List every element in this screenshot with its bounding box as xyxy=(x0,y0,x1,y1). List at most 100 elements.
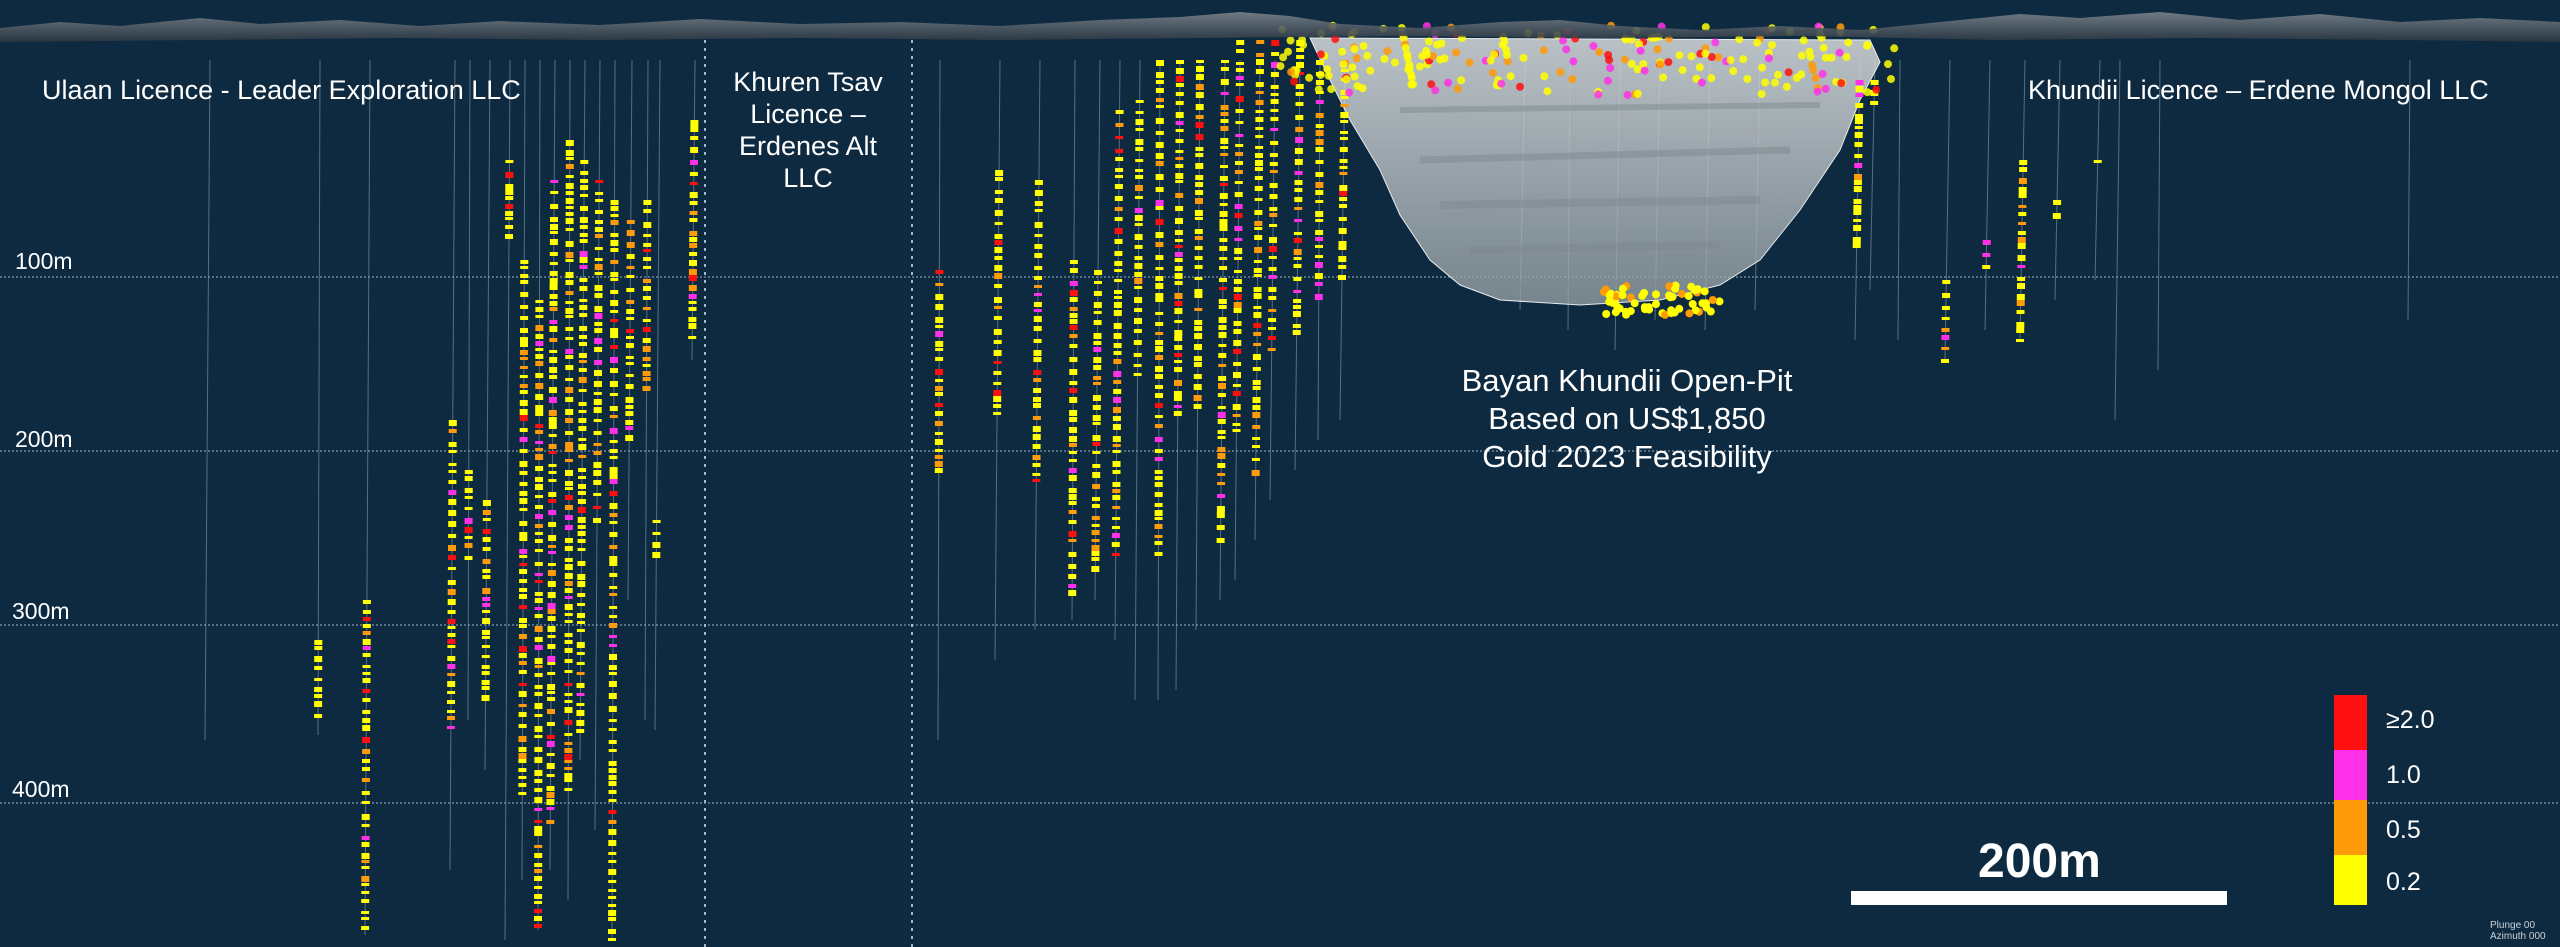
assay-interval xyxy=(482,510,491,515)
assay-interval xyxy=(518,670,527,674)
assay-interval xyxy=(1220,146,1229,149)
legend-label-0-5: 0.5 xyxy=(2386,816,2421,844)
assay-interval xyxy=(448,499,457,505)
assay-interval xyxy=(535,361,544,366)
assay-interval xyxy=(1068,564,1077,569)
assay-interval xyxy=(1195,134,1204,140)
assay-interval xyxy=(448,534,457,538)
assay-interval xyxy=(1219,266,1228,270)
assay-interval xyxy=(1235,134,1244,137)
assay-interval xyxy=(1743,75,1752,83)
assay-interval xyxy=(1195,74,1204,80)
assay-interval xyxy=(534,909,542,913)
assay-interval xyxy=(1853,180,1862,185)
assay-interval xyxy=(534,770,543,776)
assay-interval xyxy=(626,309,635,314)
assay-interval xyxy=(505,184,514,190)
assay-interval xyxy=(1315,80,1324,85)
assay-interval xyxy=(546,799,555,805)
assay-interval xyxy=(1154,424,1163,428)
assay-interval xyxy=(643,266,652,269)
assay-interval xyxy=(1134,263,1143,269)
assay-interval xyxy=(549,307,558,311)
assay-interval xyxy=(608,840,617,846)
assay-interval xyxy=(464,536,473,539)
assay-interval xyxy=(1093,341,1102,345)
assay-interval xyxy=(1113,389,1122,394)
assay-interval xyxy=(689,192,698,198)
assay-interval xyxy=(464,518,473,524)
assay-interval xyxy=(1093,291,1102,296)
assay-interval xyxy=(993,340,1002,344)
assay-interval xyxy=(565,218,574,224)
assay-interval xyxy=(1339,60,1348,69)
assay-interval xyxy=(1112,517,1121,520)
assay-interval xyxy=(1092,422,1101,425)
assay-interval xyxy=(482,569,491,573)
assay-interval xyxy=(1422,50,1431,59)
assay-interval xyxy=(1431,86,1440,95)
assay-interval xyxy=(934,432,943,435)
assay-interval xyxy=(1220,126,1229,131)
drill-hole-trace xyxy=(1094,59,1101,601)
assay-interval xyxy=(1678,66,1687,75)
assay-interval xyxy=(1113,302,1122,308)
assay-interval xyxy=(535,348,544,351)
assay-interval xyxy=(464,496,473,499)
assay-interval xyxy=(1068,475,1077,481)
assay-interval xyxy=(1234,213,1243,218)
assay-interval xyxy=(1255,82,1264,87)
assay-interval xyxy=(546,741,555,747)
assay-interval xyxy=(1606,64,1615,72)
assay-interval xyxy=(565,272,574,278)
assay-interval xyxy=(1253,274,1262,277)
assay-interval xyxy=(548,417,557,423)
assay-interval xyxy=(934,449,943,452)
assay-interval xyxy=(626,275,635,278)
assay-interval xyxy=(1296,55,1305,59)
assay-interval xyxy=(519,594,527,599)
assay-interval xyxy=(1269,162,1278,166)
assay-interval xyxy=(1853,186,1862,192)
assay-interval xyxy=(1112,506,1121,509)
assay-interval xyxy=(1034,201,1043,206)
assay-interval xyxy=(1708,296,1717,304)
assay-interval xyxy=(550,224,558,230)
assay-interval xyxy=(1271,62,1279,68)
assay-interval xyxy=(1294,188,1303,192)
assay-interval xyxy=(1194,344,1202,350)
assay-interval xyxy=(564,754,573,760)
assay-interval xyxy=(1216,538,1225,543)
assay-interval xyxy=(1092,442,1101,446)
assay-interval xyxy=(935,411,943,416)
assay-interval xyxy=(609,635,617,638)
assay-interval xyxy=(549,262,558,265)
assay-interval xyxy=(578,438,587,441)
assay-interval xyxy=(1853,199,1862,204)
assay-interval xyxy=(1253,260,1262,263)
assay-interval xyxy=(314,666,323,670)
assay-interval xyxy=(2016,310,2025,314)
assay-interval xyxy=(576,662,585,665)
legend-swatch-0-5 xyxy=(2334,800,2367,855)
assay-interval xyxy=(1618,291,1627,300)
assay-interval xyxy=(576,703,585,706)
assay-interval xyxy=(1068,488,1077,493)
assay-interval xyxy=(625,374,634,377)
khuren-tsav-line-1: Khuren Tsav xyxy=(733,67,883,97)
assay-interval xyxy=(1236,40,1245,45)
assay-interval xyxy=(534,757,543,763)
assay-interval xyxy=(535,334,544,339)
assay-interval xyxy=(518,776,527,779)
assay-interval xyxy=(994,284,1003,288)
assay-interval xyxy=(1270,72,1279,77)
assay-interval xyxy=(1069,297,1078,302)
assay-interval xyxy=(565,291,574,295)
assay-interval xyxy=(550,180,559,183)
assay-interval xyxy=(1255,146,1264,149)
assay-interval xyxy=(1174,380,1182,386)
assay-interval xyxy=(546,792,555,798)
assay-interval xyxy=(564,581,573,586)
assay-interval xyxy=(1316,70,1325,79)
assay-interval xyxy=(1295,102,1304,106)
